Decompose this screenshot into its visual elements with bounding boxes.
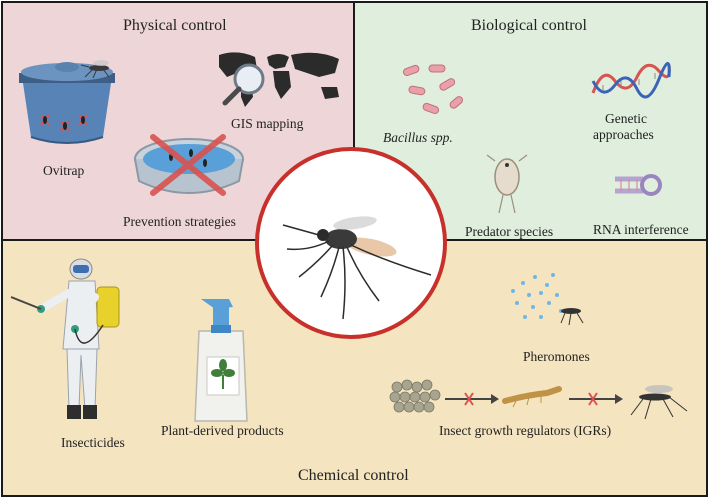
pheromone-cloud-icon <box>511 273 584 326</box>
copepod-icon <box>486 154 528 214</box>
ovitrap-label: Ovitrap <box>43 163 85 178</box>
dna-helix-icon <box>591 62 671 99</box>
rna-interference-label: RNA interference <box>593 222 689 237</box>
prevention-strategies-label: Prevention strategies <box>123 214 236 229</box>
gis-mapping-label: GIS mapping <box>231 116 304 131</box>
central-mosquito-circle <box>255 147 447 339</box>
genetic-label-line1: Genetic <box>605 111 647 126</box>
predator-species-label: Predator species <box>465 224 554 239</box>
physical-control-title: Physical control <box>123 17 227 34</box>
pheromones-label: Pheromones <box>523 349 590 364</box>
rna-hairpin-icon <box>615 174 662 196</box>
world-map-magnifier-icon <box>219 52 339 107</box>
container-crossed-icon <box>134 134 244 196</box>
igr-label: Insect growth regulators (IGRs) <box>439 423 612 438</box>
igr-lifecycle-icon <box>389 379 688 420</box>
genetic-label-line2: approaches <box>593 127 654 142</box>
spray-bottle-icon <box>194 299 248 422</box>
physical-control-panel: Physical control O <box>1 1 355 241</box>
bacillus-label: Bacillus spp. <box>383 130 453 145</box>
biological-control-title: Biological control <box>471 17 587 34</box>
plant-derived-label: Plant-derived products <box>161 423 284 438</box>
insecticides-label: Insecticides <box>61 435 125 450</box>
small-mosquito-icon <box>80 60 110 79</box>
chemical-control-title: Chemical control <box>298 467 409 484</box>
sprayer-worker-icon <box>10 258 120 419</box>
ovitrap-icon <box>19 62 115 144</box>
mosquito-icon <box>282 216 432 320</box>
bacteria-icon <box>402 64 464 115</box>
